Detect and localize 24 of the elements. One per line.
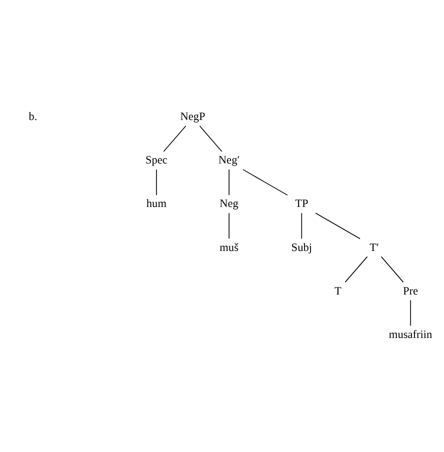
connector (301, 212, 302, 240)
node-text: muš (220, 242, 238, 254)
node-text: hum (146, 198, 166, 210)
node-text: TP (295, 198, 308, 210)
connector (199, 126, 222, 152)
connector (410, 300, 411, 326)
connector (156, 169, 157, 196)
node-text: Pre (403, 285, 418, 298)
connector (228, 212, 230, 240)
connector (380, 256, 404, 283)
connector (315, 212, 360, 240)
node-text: T′ (370, 242, 379, 254)
connector (228, 169, 230, 196)
node-text: Spec (145, 154, 168, 167)
label: b. (28, 111, 38, 124)
node-text: Neg′ (218, 154, 240, 167)
node-text: musafriin (388, 328, 432, 341)
connector (344, 256, 368, 283)
node-text: Subj (291, 242, 312, 254)
node-text: Neg (220, 198, 238, 210)
node-text: T (334, 285, 342, 298)
connector (242, 169, 288, 196)
connector (163, 126, 186, 152)
node-text: NegP (180, 111, 206, 124)
